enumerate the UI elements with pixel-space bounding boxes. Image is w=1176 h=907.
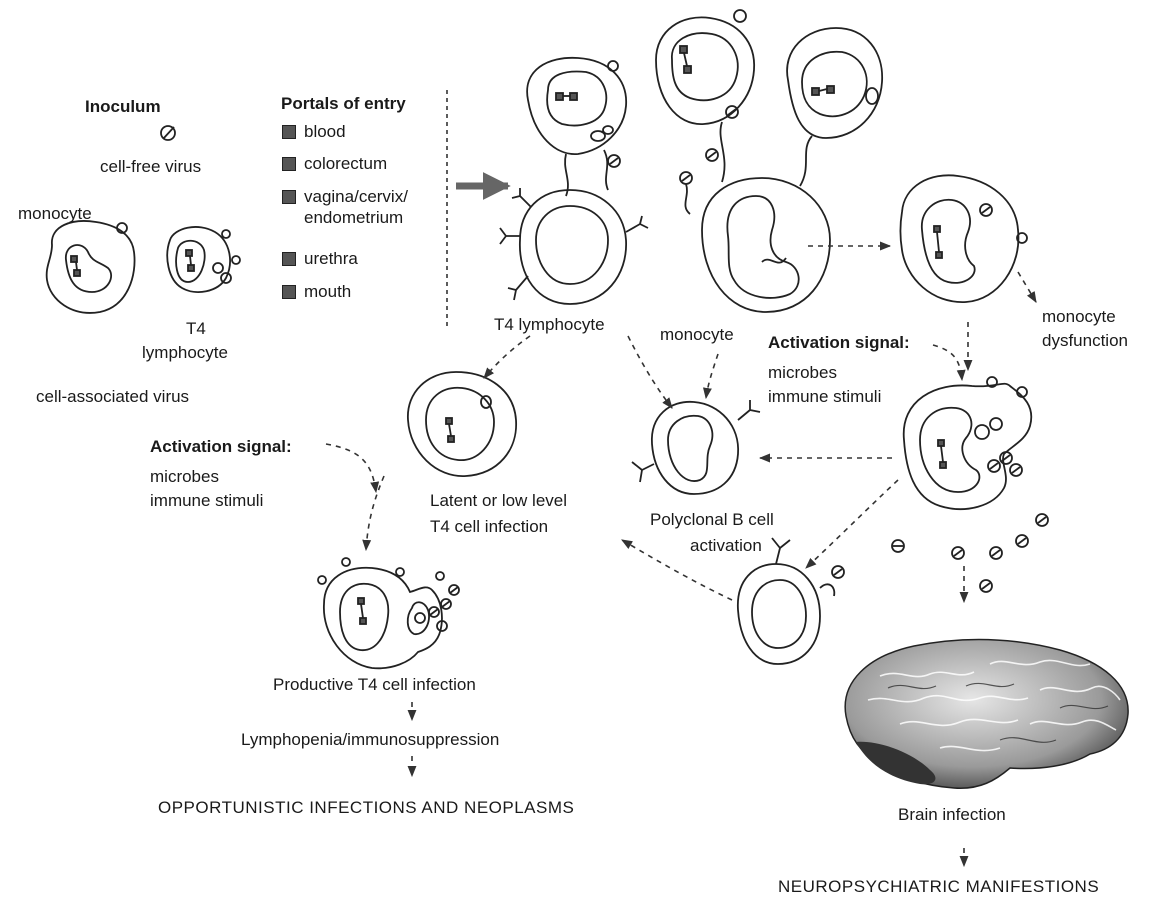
infected-cell-top-right [787, 28, 882, 138]
portal-item-colorectum: colorectum [282, 153, 387, 174]
cell-associated-virus-label: cell-associated virus [36, 386, 189, 407]
released-virions [892, 514, 1048, 592]
productive-t4-cell [318, 558, 459, 668]
arrow-t4-to-latent [484, 336, 530, 378]
monocyte-dysfunction-line2: dysfunction [1042, 330, 1128, 351]
arrow-to-lower-t4 [806, 480, 898, 568]
portal-label-group: vagina/cervix/ endometrium [304, 186, 408, 229]
polyclonal-label-line2: activation [690, 535, 762, 556]
portal-item-mouth: mouth [282, 281, 351, 302]
portal-item-blood: blood [282, 121, 346, 142]
monocyte-label: monocyte [660, 324, 734, 345]
portal-label: urethra [304, 248, 358, 269]
t4-label-line2: lymphocyte [142, 342, 228, 363]
cell-free-virus-icon [161, 126, 175, 140]
portal-bullet [282, 285, 296, 299]
monocyte-cell [702, 178, 830, 312]
productive-label: Productive T4 cell infection [273, 674, 476, 695]
infected-cell-top-middle [656, 10, 754, 124]
portal-bullet [282, 125, 296, 139]
portal-label: colorectum [304, 153, 387, 174]
inoculum-monocyte-icon [47, 221, 135, 313]
latent-label-line1: Latent or low level [430, 490, 567, 511]
opportunistic-label: OPPORTUNISTIC INFECTIONS AND NEOPLASMS [158, 797, 574, 818]
portals-title: Portals of entry [281, 93, 406, 114]
inoculum-t4-lymphocyte-icon [167, 227, 240, 292]
microbes-left: microbes [150, 466, 219, 487]
t4-cell-lower [738, 538, 844, 664]
arrow-to-dysfunction [1018, 272, 1036, 302]
lymphopenia-label: Lymphopenia/immunosuppression [241, 729, 499, 750]
brain-infection-label: Brain infection [898, 804, 1006, 825]
activation-signal-right: Activation signal: [768, 332, 910, 353]
infected-monocyte-right [901, 175, 1028, 302]
portal-bullet [282, 157, 296, 171]
monocyte-label-inoculum: monocyte [18, 203, 92, 224]
immune-stimuli-left: immune stimuli [150, 490, 263, 511]
latent-t4-cell [408, 372, 516, 476]
activation-signal-left: Activation signal: [150, 436, 292, 457]
neuro-label: NEUROPSYCHIATRIC MANIFESTIONS [778, 876, 1099, 897]
t4-label-line1: T4 [186, 318, 206, 339]
immune-stimuli-right: immune stimuli [768, 386, 881, 407]
productive-monocyte-cell [904, 377, 1032, 509]
arrow-activation-right [933, 345, 962, 380]
arrow-t4-to-bcell [628, 336, 672, 408]
monocyte-dysfunction-line1: monocyte [1042, 306, 1116, 327]
microbes-right: microbes [768, 362, 837, 383]
tether-1 [720, 122, 724, 182]
b-cell-polyclonal [632, 400, 760, 494]
portal-bullet [282, 190, 296, 204]
infected-cell-top-left [527, 58, 626, 196]
portal-label: vagina/cervix/ [304, 186, 408, 207]
portal-item-urethra: urethra [282, 248, 358, 269]
brain-icon [845, 640, 1128, 789]
tether-2 [800, 136, 812, 186]
portal-item-vagina: vagina/cervix/ endometrium [282, 186, 408, 229]
portal-bullet [282, 252, 296, 266]
arrow-activation-left [326, 444, 376, 492]
polyclonal-label-line1: Polyclonal B cell [650, 509, 774, 530]
portal-label-line2: endometrium [304, 207, 408, 228]
arrow-monocyte-to-bcell [706, 354, 718, 398]
latent-label-line2: T4 cell infection [430, 516, 548, 537]
t4-lymphocyte-cell [500, 188, 648, 304]
portal-label: blood [304, 121, 346, 142]
portal-label: mouth [304, 281, 351, 302]
inoculum-title: Inoculum [85, 96, 161, 117]
cell-free-virus-label: cell-free virus [100, 156, 201, 177]
t4-lymphocyte-label: T4 lymphocyte [494, 314, 605, 335]
